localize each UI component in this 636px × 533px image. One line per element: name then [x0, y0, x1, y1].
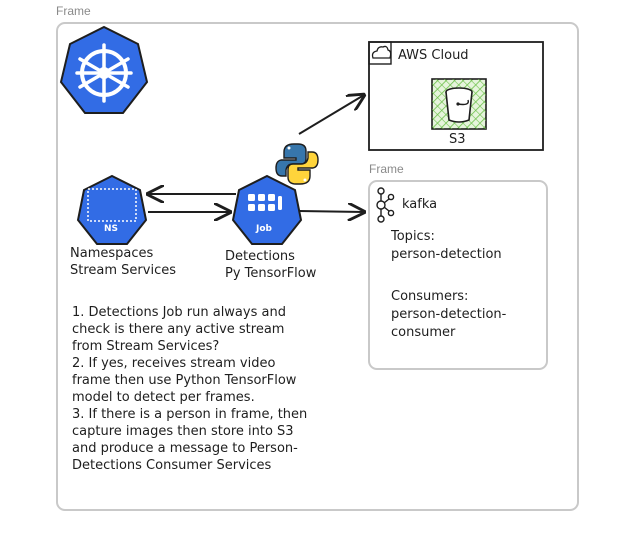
namespace-badge: NS — [104, 224, 119, 234]
namespace-label-2: Stream Services — [70, 263, 176, 278]
kubernetes-helm-icon — [59, 25, 149, 114]
kafka-consumers-value-2: consumer — [391, 325, 456, 340]
kafka-frame-label: Frame — [369, 162, 404, 176]
steps-line: check is there any active stream — [72, 322, 285, 337]
arrow-job-to-kafka — [298, 211, 364, 212]
kafka-icon — [376, 187, 395, 223]
python-icon — [275, 143, 319, 185]
steps-line: from Stream Services? — [72, 339, 220, 354]
kafka-frame[interactable] — [368, 180, 548, 370]
arrow-job-to-aws — [298, 95, 364, 135]
s3-label: S3 — [449, 132, 466, 147]
namespace-label-1: Namespaces — [70, 246, 154, 261]
kafka-topics-value: person-detection — [391, 247, 502, 262]
steps-line: model to detect per frames. — [72, 390, 255, 405]
steps-line: frame then use Python TensorFlow — [72, 373, 297, 388]
kafka-title: kafka — [402, 197, 438, 212]
steps-line: Detections Consumer Services — [72, 458, 272, 473]
steps-text: 1. Detections Job run always and check i… — [72, 304, 372, 474]
steps-line: 3. If there is a person in frame, then — [72, 407, 308, 422]
job-label-1: Detections — [225, 249, 295, 264]
aws-cloud-title: AWS Cloud — [398, 48, 469, 63]
steps-line: capture images then store into S3 — [72, 424, 294, 439]
steps-line: 1. Detections Job run always and — [72, 305, 286, 320]
kafka-topics-label: Topics: — [391, 229, 435, 244]
steps-line: 2. If yes, receives stream video — [72, 356, 276, 371]
kafka-consumers-value-1: person-detection- — [391, 307, 507, 322]
outer-frame-label: Frame — [56, 4, 91, 18]
kafka-consumers-label: Consumers: — [391, 289, 469, 304]
outer-frame[interactable] — [56, 22, 579, 511]
steps-line: and produce a message to Person- — [72, 441, 298, 456]
job-label-2: Py TensorFlow — [225, 266, 317, 281]
job-badge: Job — [256, 224, 272, 234]
cloud-icon — [371, 45, 392, 59]
s3-bucket-icon — [431, 78, 487, 130]
namespace-icon — [76, 174, 148, 245]
job-icon — [231, 174, 303, 245]
